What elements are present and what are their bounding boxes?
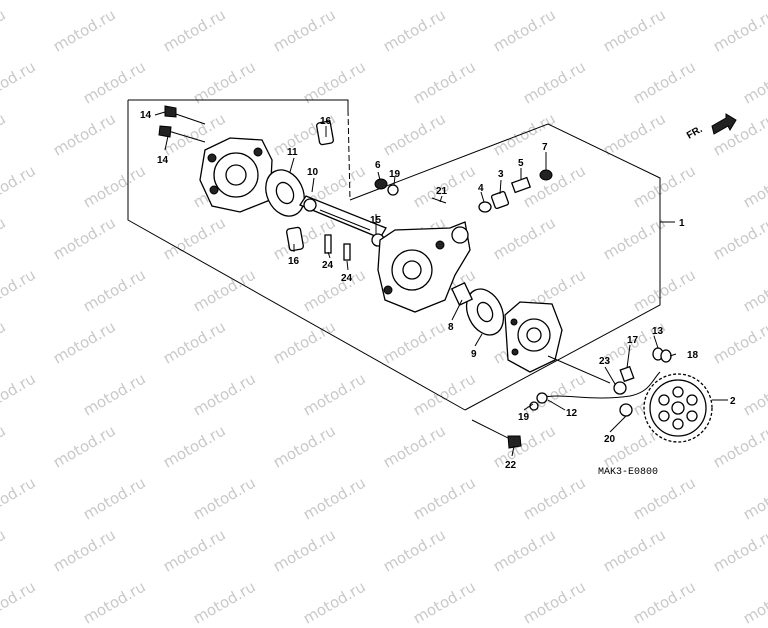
- callout-11: 11: [287, 147, 298, 158]
- front-direction-arrow: [711, 113, 737, 135]
- watermark-text: motod.ru: [80, 577, 149, 628]
- watermark-text: motod.ru: [0, 577, 39, 628]
- callout-3: 3: [498, 169, 504, 180]
- callout-9: 9: [471, 349, 477, 360]
- callout-12: 12: [566, 408, 578, 419]
- callout-15: 15: [370, 215, 382, 226]
- callout-20: 20: [604, 434, 616, 445]
- watermark-text: motod.ru: [190, 577, 259, 628]
- diagram-code: MAK3-E0800: [598, 467, 658, 478]
- rear-pump-cover: [504, 301, 563, 373]
- watermark-text: motod.ru: [300, 577, 369, 628]
- watermark-text: motod.ru: [740, 577, 768, 628]
- callout-8: 8: [448, 322, 454, 333]
- exploded-view: 1 2 3 4 5 6 7 8 9 10 11 12 13 14 14 15 1…: [127, 99, 737, 478]
- callout-14-upper: 14: [140, 110, 152, 121]
- front-pump-housing: [199, 137, 273, 213]
- callout-24-right: 24: [341, 273, 353, 284]
- callout-19-upper: 19: [389, 169, 401, 180]
- watermark-text: motod.ru: [630, 577, 699, 628]
- callout-21: 21: [436, 186, 448, 197]
- inner-rotor: [450, 282, 505, 336]
- oil-pipe: [529, 371, 661, 417]
- callout-14-lower: 14: [157, 155, 169, 166]
- callout-19-lower: 19: [518, 412, 530, 423]
- callout-16-upper: 16: [320, 116, 332, 127]
- callout-10: 10: [307, 167, 319, 178]
- callout-18: 18: [687, 350, 699, 361]
- watermark-text: motod.ru: [520, 577, 589, 628]
- washers: [619, 347, 672, 383]
- callout-7: 7: [542, 142, 548, 153]
- callout-6: 6: [375, 160, 381, 171]
- parts-diagram: motod.ru motod.ru motod.ru motod.ru motod.ru…: [0, 6, 768, 628]
- callout-1: 1: [679, 218, 685, 229]
- callout-4: 4: [478, 183, 484, 194]
- callout-2: 2: [730, 396, 736, 407]
- relief-valve-parts: [374, 169, 553, 213]
- callout-13: 13: [652, 326, 664, 337]
- driven-sprocket: [643, 373, 713, 443]
- callout-5: 5: [518, 158, 524, 169]
- center-pump-body: [377, 221, 471, 313]
- pump-rotor: [265, 169, 305, 217]
- callout-24-left: 24: [322, 260, 334, 271]
- callout-23: 23: [599, 356, 611, 367]
- direction-label: FR.: [685, 124, 705, 142]
- pump-shaft: [299, 195, 387, 239]
- leader-lines: [154, 111, 728, 457]
- callout-22: 22: [505, 460, 517, 471]
- assembly-outline: [127, 99, 675, 411]
- callout-labels: 1 2 3 4 5 6 7 8 9 10 11 12 13 14 14 15 1…: [140, 110, 736, 478]
- watermark-text: motod.ru: [410, 577, 479, 628]
- callout-16-lower: 16: [288, 256, 300, 267]
- bolts: [158, 105, 611, 449]
- callout-17: 17: [627, 335, 639, 346]
